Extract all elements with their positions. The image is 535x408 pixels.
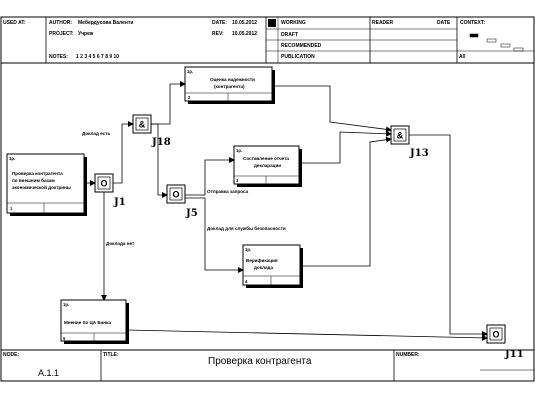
activity-box-2[interactable]: 1р. Оценка надежности (контрагента) 2 (184, 66, 275, 104)
arrow-j5-to-box3 (185, 157, 235, 196)
box-5-number: 5 (63, 336, 66, 341)
arrow-j1-to-j18 (113, 121, 134, 184)
reader-date-label: DATE (437, 20, 451, 26)
junction-j13[interactable]: & J13 (390, 125, 429, 159)
junction-j1-symbol: O (100, 179, 107, 189)
junction-j5[interactable]: O J5 (166, 184, 198, 219)
box-3-label-line-2: декларации (254, 163, 281, 168)
notes-value: 1 2 3 4 5 6 7 8 9 10 (76, 54, 119, 60)
box-3-corner: 1р. (236, 148, 242, 153)
box-2-label-line-2: (контрагента) (214, 84, 245, 89)
box-5-corner: 1р. (63, 302, 69, 307)
activity-box-5[interactable]: 1р. Мнение по ЦА Банка 5 (60, 299, 129, 344)
status-draft: DRAFT (281, 32, 298, 38)
box-4-corner: 1р. (245, 247, 251, 252)
status-publication: PUBLICATION (281, 54, 315, 60)
header: USED AT: AUTHOR: Мебердусова Валенти PRO… (1, 16, 534, 64)
junction-j1[interactable]: O J1 (94, 173, 126, 208)
arrow-box4-to-j13 (300, 136, 392, 267)
project-value: Учреж (78, 31, 94, 37)
junction-j1-label: J1 (113, 197, 126, 208)
activity-box-4[interactable]: 1р. Верификация доклада 4 (242, 244, 303, 288)
box-1-number: 1 (10, 206, 13, 211)
arrow-j5-to-box4 (185, 197, 244, 273)
junction-j18-label: J18 (151, 137, 171, 148)
project-label: PROJECT: (49, 31, 74, 37)
node-value: A.1.1 (38, 368, 59, 378)
junction-j13-label: J13 (409, 148, 429, 159)
arrow-j18-to-box2 (151, 81, 186, 125)
working-status-marker (268, 19, 276, 27)
junction-j18-symbol: & (139, 120, 146, 130)
diagram-title: Проверка контрагента (208, 356, 312, 367)
status-recommended: RECOMMENDED (281, 43, 322, 49)
arrow-box2-to-j13 (272, 85, 392, 133)
arrow-label-to-box3: Отправка запроса (207, 189, 249, 194)
node-label: NODE: (3, 352, 19, 358)
number-label: NUMBER: (396, 352, 420, 358)
rev-value: 10.05.2012 (232, 31, 257, 37)
box-3-number: 3 (236, 178, 239, 183)
arrow-label-to-box4: Доклад для службы безопасности (207, 225, 286, 231)
author-label: AUTHOR: (49, 20, 72, 26)
box-2-corner: 1р. (187, 69, 193, 74)
context-node: A0 (459, 54, 466, 60)
box-5-label: Мнение по ЦА Банка (64, 320, 111, 325)
date-value: 10.05.2012 (232, 20, 257, 26)
box-1-label-line-3: экономической доктрины (12, 184, 71, 190)
arrow-label-to-j18: Доклад есть (82, 131, 110, 136)
date-label: DATE: (212, 20, 227, 26)
junction-j5-label: J5 (185, 208, 198, 219)
box-1-corner: 1р. (9, 156, 15, 161)
author-value: Мебердусова Валенти (78, 19, 133, 26)
box-4-label-line-2: доклада (254, 265, 273, 270)
activity-box-1[interactable]: 1р. Проверка контрагента по внешним база… (6, 153, 87, 216)
context-label: CONTEXT: (460, 20, 485, 26)
arrow-box5-to-j11 (125, 329, 488, 341)
activity-box-3[interactable]: 1р. Составление отчета декларации 3 (233, 145, 302, 187)
arrow-j13-to-j11 (409, 134, 488, 337)
arrows (84, 81, 488, 341)
junction-j11-label: J11 (504, 349, 524, 360)
junction-j5-symbol: O (172, 190, 179, 200)
box-1-label-line-2: по внешним базам (12, 177, 55, 183)
status-working: WORKING (281, 20, 306, 26)
junction-j13-symbol: & (397, 131, 404, 141)
box-4-label-line-1: Верификация (246, 257, 278, 263)
junction-j18[interactable]: & J18 (132, 114, 171, 148)
box-4-number: 4 (245, 279, 248, 284)
box-2-number: 2 (188, 95, 191, 100)
notes-label: NOTES: (49, 54, 68, 60)
box-2-label-line-1: Оценка надежности (210, 77, 255, 82)
arrow-label-no-doc: Доклада нет (106, 241, 135, 246)
junction-j11[interactable]: O J11 (486, 324, 524, 360)
box-1-label-line-1: Проверка контрагента (12, 171, 63, 176)
junction-j11-symbol: O (492, 330, 499, 340)
reader-label: READER (372, 20, 394, 26)
arrow-j18-to-j5 (151, 123, 168, 198)
used-at-label: USED AT: (3, 20, 26, 26)
footer: NODE: A.1.1 TITLE: Проверка контрагента … (1, 349, 534, 381)
arrow-box3-to-j13 (299, 130, 392, 164)
title-label: TITLE: (103, 352, 119, 358)
rev-label: REV: (212, 31, 224, 37)
context-thumbnail (469, 33, 524, 52)
box-3-label-line-1: Составление отчета (243, 156, 289, 161)
